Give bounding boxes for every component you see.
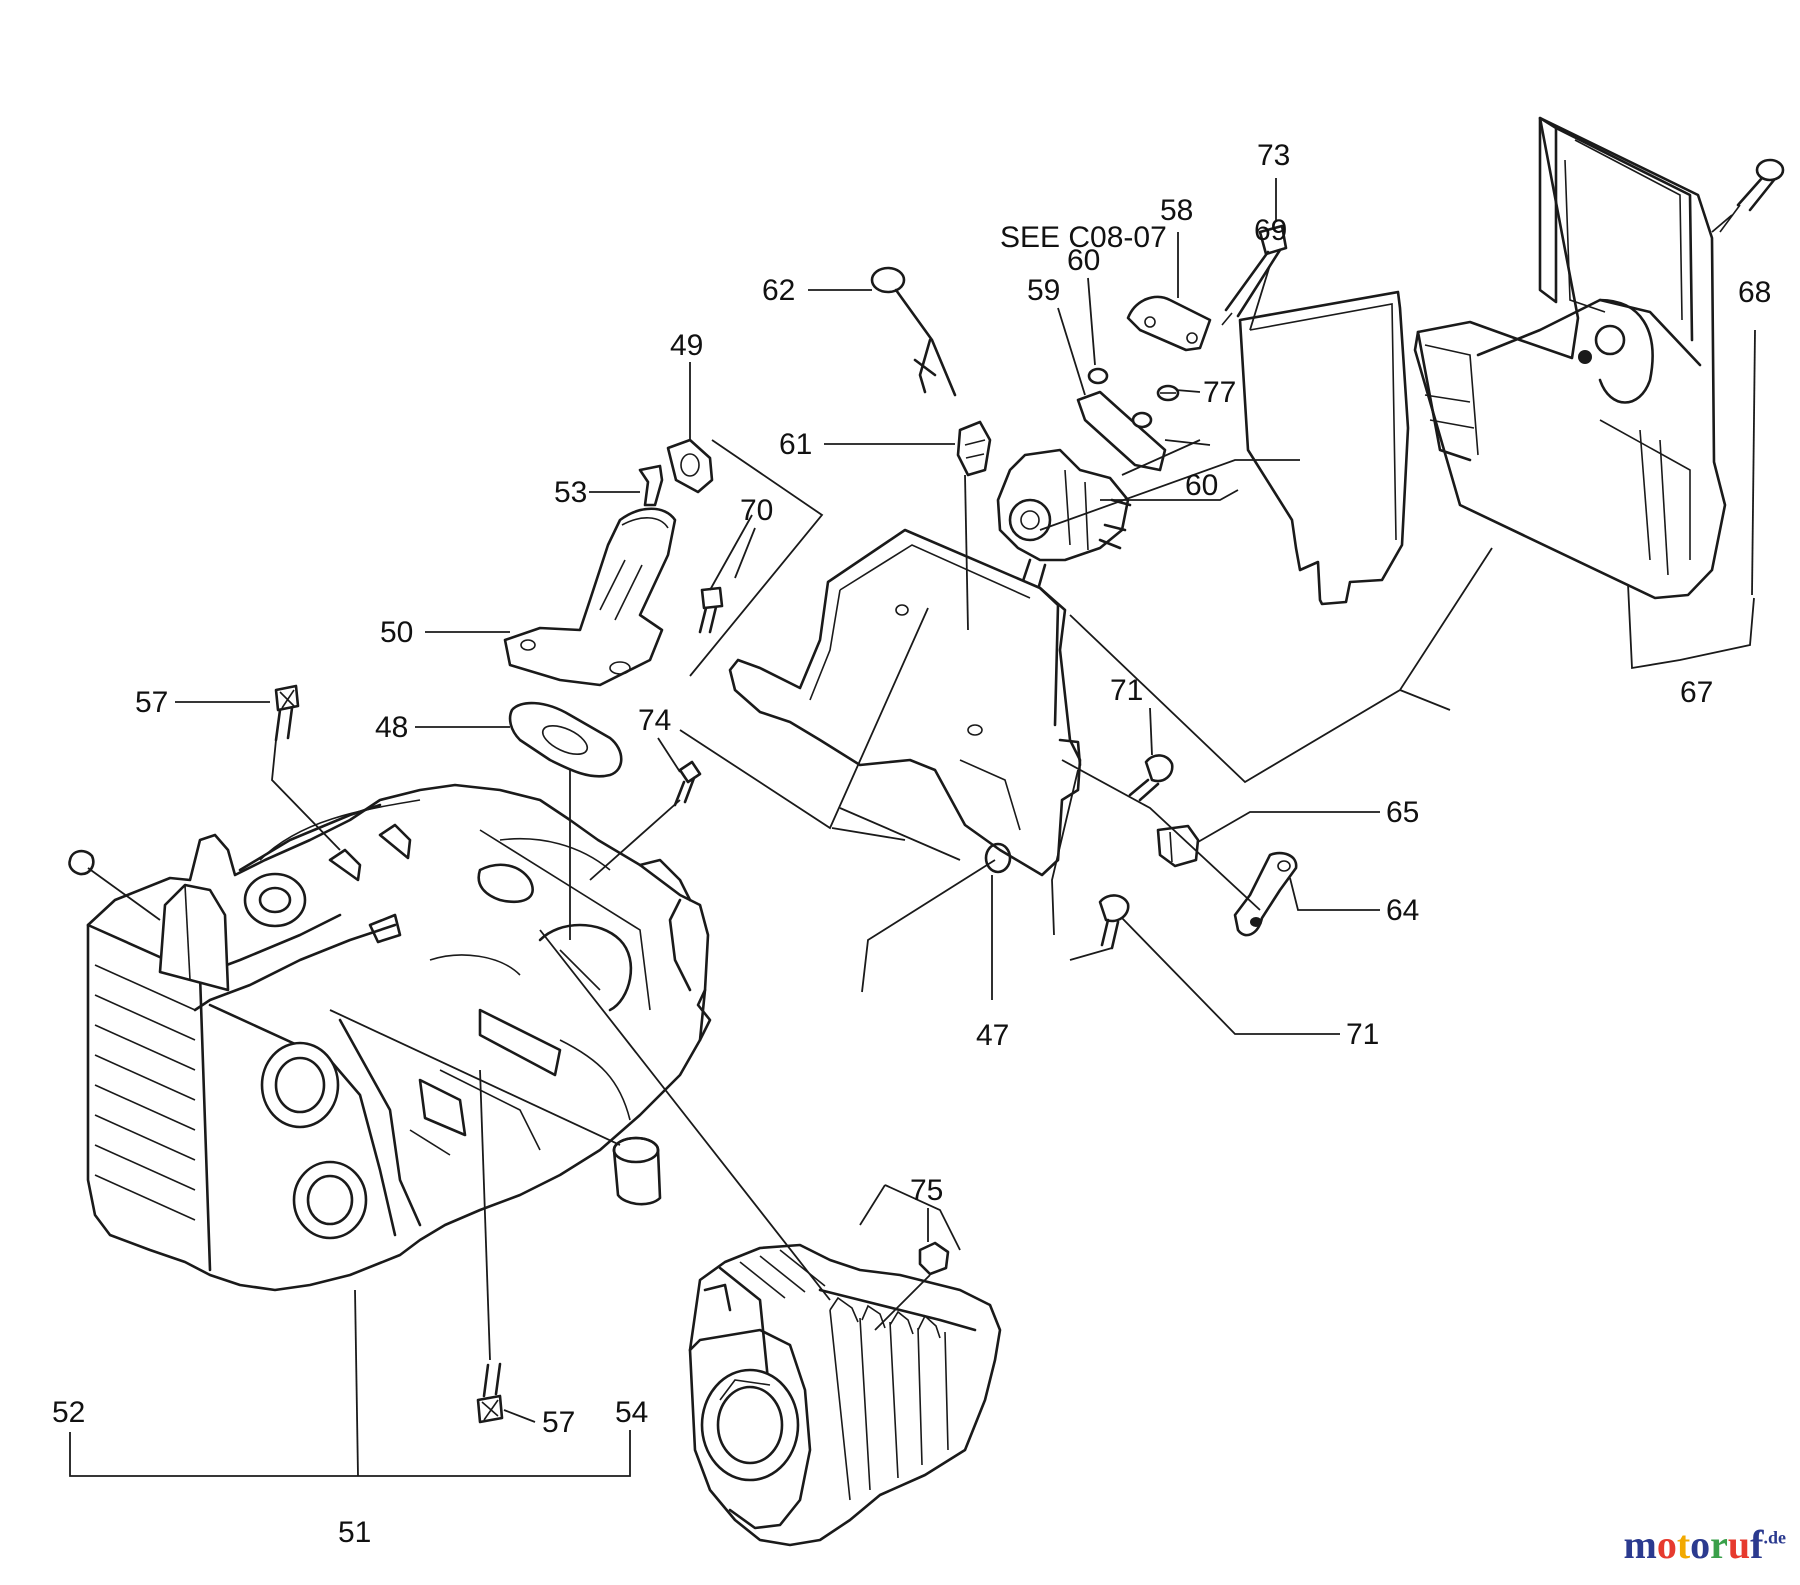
rubber-plug <box>68 849 95 876</box>
bracket-screw-upper <box>1128 754 1174 802</box>
stud-74 <box>673 760 702 807</box>
assembly-lines <box>69 329 1756 1477</box>
callout-71-upper: 71 <box>1110 674 1143 707</box>
lever <box>1233 851 1298 937</box>
manifold-gasket <box>508 701 623 778</box>
callout-67: 67 <box>1680 676 1713 709</box>
washers <box>1087 367 1180 429</box>
carburetor-bracket <box>728 528 1082 877</box>
callout-57-lower: 57 <box>542 1406 575 1439</box>
spacer <box>1156 824 1200 868</box>
callout-60-upper: 60 <box>1067 244 1100 277</box>
callout-64: 64 <box>1386 894 1419 927</box>
intake-manifold <box>503 507 677 687</box>
part-callouts: SEE C08-07 73 58 69 68 60 59 62 49 77 61… <box>52 139 1771 1549</box>
callout-52: 52 <box>52 1396 85 1429</box>
bearing-sleeve <box>612 1136 662 1206</box>
motoruf-watermark-logo: motoruf.de <box>1624 1521 1787 1568</box>
callout-62: 62 <box>762 274 795 307</box>
insulator-gasket <box>666 438 714 494</box>
throttle-plate <box>1076 390 1167 472</box>
callout-58: 58 <box>1160 194 1193 227</box>
callout-71-lower: 71 <box>1346 1018 1379 1051</box>
crankcase-bolt-bottom <box>476 1362 504 1424</box>
callout-47: 47 <box>976 1019 1009 1052</box>
callout-57-upper: 57 <box>135 686 168 719</box>
leader-lines <box>175 178 1380 1423</box>
callout-50: 50 <box>380 616 413 649</box>
callout-70: 70 <box>740 494 773 527</box>
callout-65: 65 <box>1386 796 1419 829</box>
cover-screw <box>1719 158 1785 233</box>
callout-77: 77 <box>1203 376 1236 409</box>
callout-60-lower: 60 <box>1185 469 1218 502</box>
callout-59: 59 <box>1027 274 1060 307</box>
cylinder <box>688 1243 1002 1547</box>
callout-75: 75 <box>910 1174 943 1207</box>
throttle-bracket <box>1126 295 1212 352</box>
callout-49: 49 <box>670 329 703 362</box>
choke-grommet <box>956 420 992 477</box>
callout-73: 73 <box>1257 139 1290 172</box>
air-filter-element <box>1238 290 1410 606</box>
callout-48: 48 <box>375 711 408 744</box>
callout-53: 53 <box>554 476 587 509</box>
air-filter-cover <box>1413 116 1727 600</box>
callout-68: 68 <box>1738 276 1771 309</box>
reference-note: SEE C08-07 <box>1000 221 1167 254</box>
callout-51: 51 <box>338 1516 371 1549</box>
watermark-brand: motoruf <box>1623 1522 1764 1567</box>
nut-70 <box>698 586 724 634</box>
choke-knob <box>870 266 957 397</box>
bracket-screw-lower <box>1098 894 1130 950</box>
crankcase <box>86 783 712 1292</box>
callout-69: 69 <box>1254 214 1287 247</box>
callout-54: 54 <box>615 1396 648 1429</box>
clip <box>638 464 664 507</box>
callout-74: 74 <box>638 704 671 737</box>
watermark-tld: .de <box>1763 1527 1787 1548</box>
cylinder-nut <box>918 1241 950 1276</box>
crankcase-bolt-top <box>274 684 300 742</box>
mounting-bolt <box>1221 224 1288 326</box>
callout-61: 61 <box>779 428 812 461</box>
